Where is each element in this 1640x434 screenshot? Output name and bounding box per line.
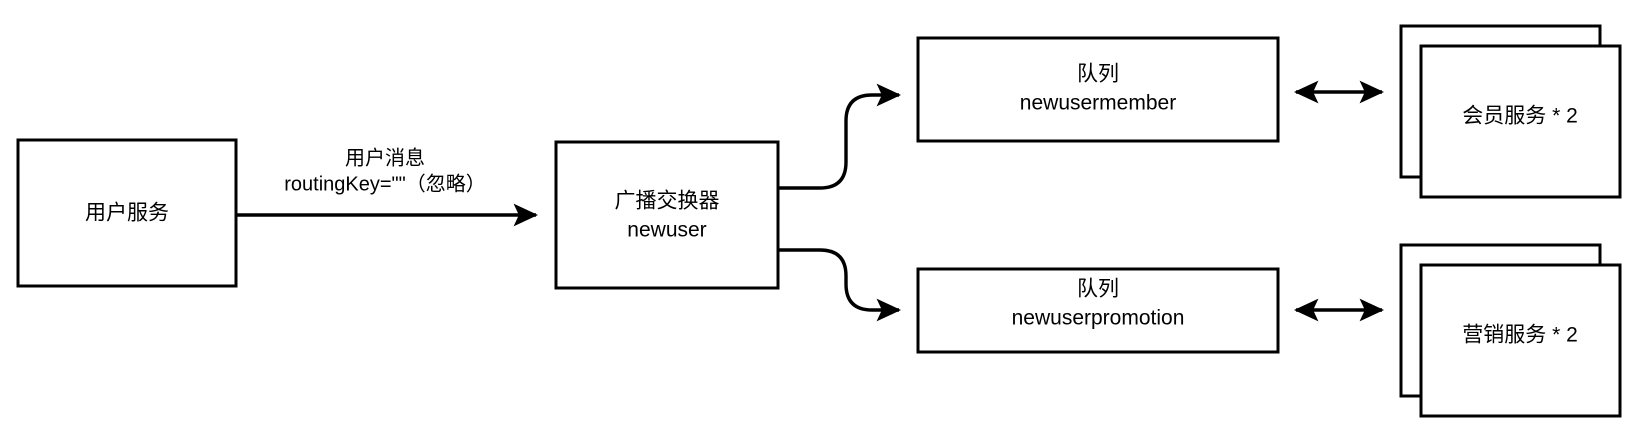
edge-label-user-message-line1: 用户消息 (345, 146, 425, 169)
node-broadcast-exchange-box[interactable] (554, 140, 780, 290)
edge-line-exchange-to-queue-member (778, 83, 902, 190)
node-user-service-label: 用户服务 (85, 202, 169, 225)
node-queue-newusermember-box[interactable] (916, 36, 1280, 143)
node-promotion-service[interactable]: 营销服务 * 2 (1399, 243, 1622, 418)
node-member-service-box-front[interactable] (1419, 44, 1622, 199)
node-user-service-box[interactable] (16, 138, 238, 288)
node-queue-newuserpromotion-label-line1: 队列 (1077, 278, 1119, 301)
edge-label-user-message-line2: routingKey=""（忽略） (284, 172, 486, 195)
node-broadcast-exchange-label-line2: newuser (627, 219, 706, 242)
edge-exchange-to-queue-promotion (778, 248, 902, 322)
node-member-service[interactable]: 会员服务 * 2 (1399, 24, 1622, 199)
node-promotion-service-label: 营销服务 * 2 (1462, 324, 1578, 347)
edge-exchange-to-queue-member (778, 83, 902, 190)
node-queue-newusermember[interactable]: 队列 newusermember (916, 36, 1280, 143)
node-queue-newuserpromotion[interactable]: 队列 newuserpromotion (916, 267, 1280, 354)
node-queue-newusermember-label-line1: 队列 (1077, 63, 1119, 86)
node-queue-newusermember-label-line2: newusermember (1020, 92, 1176, 115)
node-user-service[interactable]: 用户服务 (16, 138, 238, 288)
node-member-service-label: 会员服务 * 2 (1462, 105, 1578, 128)
node-queue-newuserpromotion-label-line2: newuserpromotion (1012, 307, 1185, 330)
node-queue-newuserpromotion-box[interactable] (916, 267, 1280, 354)
node-promotion-service-box-front[interactable] (1419, 263, 1622, 418)
node-broadcast-exchange-label-line1: 广播交换器 (615, 190, 720, 213)
edge-user-service-to-exchange: 用户消息 routingKey=""（忽略） (237, 146, 539, 227)
node-broadcast-exchange[interactable]: 广播交换器 newuser (554, 140, 780, 290)
edge-line-exchange-to-queue-promotion (778, 248, 902, 322)
